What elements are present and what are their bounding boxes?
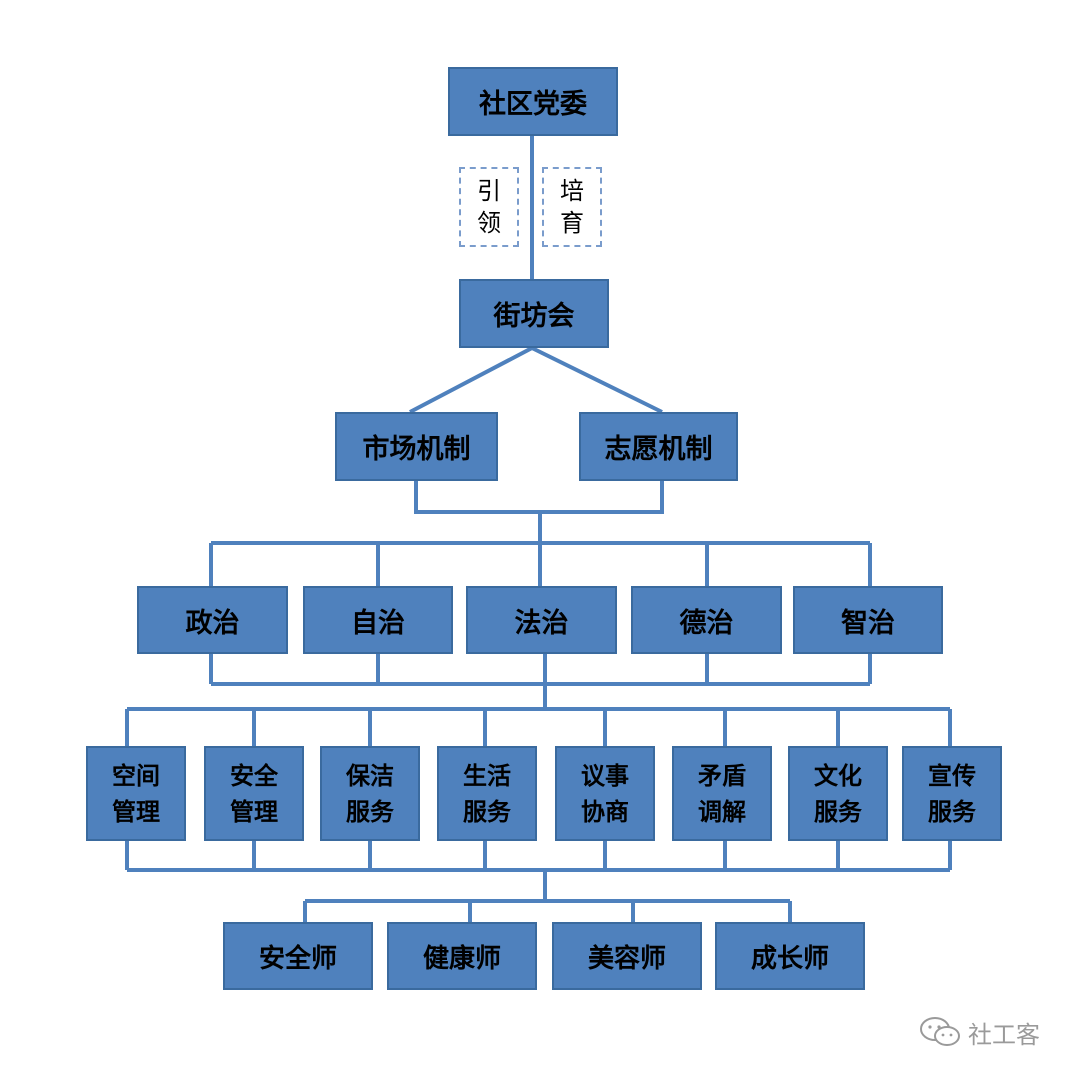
note-lead-line1: 引 (477, 177, 501, 205)
node-role-growth: 成长师 (715, 922, 865, 990)
node-market-mechanism: 市场机制 (335, 412, 498, 481)
note-cultivate-line2: 育 (560, 209, 584, 237)
node-volunteer-mechanism: 志愿机制 (579, 412, 738, 481)
service-space-line1: 空间 (112, 761, 160, 790)
node-party-committee: 社区党委 (448, 67, 618, 136)
service-publicity-line1: 宣传 (928, 761, 976, 790)
node-governance-self: 自治 (303, 586, 453, 654)
node-service-cleaning: 保洁 服务 (320, 746, 420, 841)
note-lead-line2: 领 (477, 209, 501, 237)
service-living-line2: 服务 (463, 797, 511, 826)
node-governance-political: 政治 (137, 586, 288, 654)
note-cultivate: 培 育 (542, 167, 602, 247)
node-service-consultation: 议事 协商 (555, 746, 655, 841)
service-cleaning-line1: 保洁 (346, 761, 394, 790)
node-role-beauty: 美容师 (552, 922, 702, 990)
note-cultivate-line1: 培 (560, 177, 584, 205)
service-cleaning-line2: 服务 (346, 797, 394, 826)
node-governance-virtue: 德治 (631, 586, 782, 654)
node-role-safety: 安全师 (223, 922, 373, 990)
service-mediation-line1: 矛盾 (698, 761, 746, 790)
service-publicity-line2: 服务 (928, 797, 976, 826)
service-culture-line1: 文化 (814, 761, 862, 790)
node-service-safety: 安全 管理 (204, 746, 304, 841)
service-consultation-line2: 协商 (581, 797, 629, 826)
node-service-living: 生活 服务 (437, 746, 537, 841)
wechat-icon (920, 1017, 960, 1046)
service-living-line1: 生活 (463, 761, 511, 790)
note-lead: 引 领 (459, 167, 519, 247)
node-neighborhood-council: 街坊会 (459, 279, 609, 348)
node-service-culture: 文化 服务 (788, 746, 888, 841)
node-role-health: 健康师 (387, 922, 537, 990)
node-service-publicity: 宣传 服务 (902, 746, 1002, 841)
service-safety-line1: 安全 (230, 761, 278, 790)
node-governance-smart: 智治 (793, 586, 943, 654)
service-space-line2: 管理 (112, 797, 160, 826)
node-service-mediation: 矛盾 调解 (672, 746, 772, 841)
service-safety-line2: 管理 (230, 797, 278, 826)
watermark-text: 社工客 (968, 1020, 1040, 1049)
watermark: 社工客 (918, 1012, 1068, 1052)
service-culture-line2: 服务 (814, 797, 862, 826)
service-mediation-line2: 调解 (698, 797, 746, 826)
node-governance-law: 法治 (466, 586, 617, 654)
node-service-space: 空间 管理 (86, 746, 186, 841)
service-consultation-line1: 议事 (581, 761, 629, 790)
